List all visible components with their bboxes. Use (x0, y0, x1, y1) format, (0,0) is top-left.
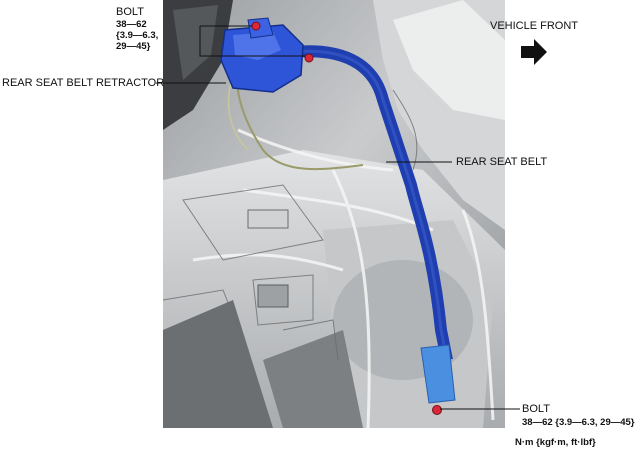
arrow-right-icon (521, 39, 547, 65)
rear-seat-belt-label: REAR SEAT BELT (456, 156, 548, 168)
bolt-top-spec-line3: 29—45} (116, 41, 151, 52)
bolt-top-title: BOLT (116, 6, 144, 18)
torque-units-label: N·m {kgf·m, ft·lbf} (515, 437, 596, 448)
retractor-label: REAR SEAT BELT RETRACTOR (2, 77, 165, 89)
bolt-top-spec-line1: 38—62 (116, 19, 147, 30)
vehicle-front-label: VEHICLE FRONT (490, 20, 579, 32)
bolt-bottom-spec: 38—62 {3.9—6.3, 29—45} (522, 417, 635, 428)
bolt-bottom-title: BOLT (522, 403, 550, 415)
bolt-top-spec-line2: {3.9—6.3, (116, 30, 159, 41)
vehicle-interior-illustration (162, 0, 505, 429)
